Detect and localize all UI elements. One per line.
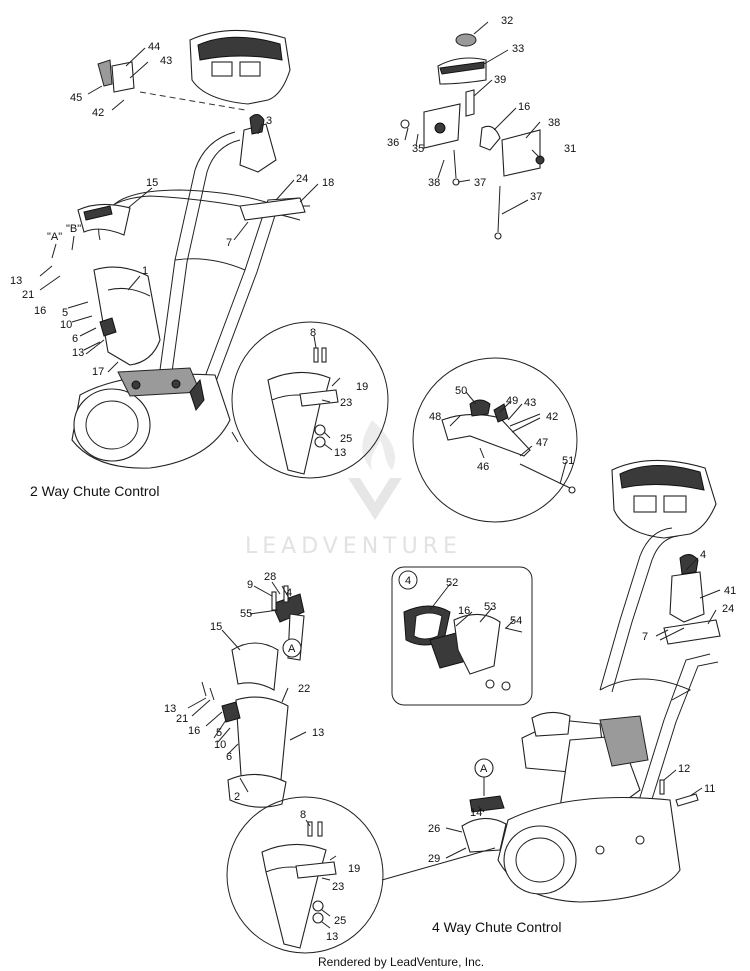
inset-badge-label: 4 — [405, 575, 411, 587]
callout-14: 14 — [470, 807, 482, 819]
callout-4: 4 — [700, 549, 706, 561]
callout-42: 42 — [92, 107, 104, 119]
inset-box-4 — [391, 566, 533, 706]
leader-lines — [39, 21, 721, 929]
callout-6: 6 — [72, 333, 78, 345]
callout-23: 23 — [332, 881, 344, 893]
callout-24: 24 — [722, 603, 734, 615]
callout-38: 38 — [548, 117, 560, 129]
callout-38: 38 — [428, 177, 440, 189]
callout-54: 54 — [510, 615, 522, 627]
callout-5: 5 — [216, 727, 222, 739]
callout-12: 12 — [678, 763, 690, 775]
callout-35: 35 — [412, 143, 424, 155]
ref-arrow-a-label: "A" — [47, 231, 62, 243]
title-two-way-chute-control: 2 Way Chute Control — [30, 483, 159, 499]
callout-13: 13 — [10, 275, 22, 287]
callout-21: 21 — [176, 713, 188, 725]
callout-44: 44 — [148, 41, 160, 53]
callout-25: 25 — [340, 433, 352, 445]
title-four-way-chute-control: 4 Way Chute Control — [432, 919, 561, 935]
ref-badge-a-top: A — [288, 643, 296, 655]
callout-1: 1 — [142, 265, 148, 277]
callout-4: 4 — [286, 587, 292, 599]
callout-37: 37 — [530, 191, 542, 203]
ref-badge-a-bottom: A — [480, 763, 488, 775]
callout-6: 6 — [226, 751, 232, 763]
callout-18: 18 — [322, 177, 334, 189]
callout-numbers: 32 33 39 16 38 36 35 38 37 31 37 44 43 4… — [10, 15, 736, 943]
callout-24: 24 — [296, 173, 308, 185]
callout-11: 11 — [704, 783, 715, 795]
four-way-chute-exploded — [201, 585, 305, 808]
callout-21: 21 — [22, 289, 34, 301]
callout-25: 25 — [334, 915, 346, 927]
callout-9: 9 — [247, 579, 253, 591]
callout-13: 13 — [334, 447, 346, 459]
callout-10: 10 — [214, 739, 226, 751]
callout-2: 2 — [234, 791, 240, 803]
callout-16: 16 — [34, 305, 46, 317]
callout-48: 48 — [429, 411, 441, 423]
footer-credit: Rendered by LeadVenture, Inc. — [318, 955, 484, 969]
callout-17: 17 — [92, 366, 104, 378]
callout-7: 7 — [642, 631, 648, 643]
callout-8: 8 — [310, 327, 316, 339]
watermark-text: LEADVENTURE — [245, 534, 462, 559]
callout-47: 47 — [536, 437, 548, 449]
callout-15: 15 — [146, 177, 158, 189]
detail-circle-lower — [226, 796, 496, 954]
callout-10: 10 — [60, 319, 72, 331]
callout-28: 28 — [264, 571, 276, 583]
two-way-chute-assembly — [71, 29, 310, 469]
callout-16: 16 — [518, 101, 530, 113]
callout-31: 31 — [564, 143, 576, 155]
callout-52: 52 — [446, 577, 458, 589]
callout-45: 45 — [70, 92, 82, 104]
callout-51: 51 — [562, 455, 574, 467]
callout-19: 19 — [348, 863, 360, 875]
callout-22: 22 — [298, 683, 310, 695]
callout-55: 55 — [240, 608, 252, 620]
detail-circle-upper — [231, 321, 389, 479]
ref-arrow-b-label: "B" — [66, 223, 81, 235]
leadventure-watermark: LEADVENTURE — [245, 420, 462, 559]
four-way-machine — [461, 459, 721, 903]
callout-15: 15 — [210, 621, 222, 633]
callout-16: 16 — [458, 605, 470, 617]
callout-16: 16 — [188, 725, 200, 737]
knob-exploded-assembly — [400, 33, 545, 240]
callout-43: 43 — [524, 397, 536, 409]
callout-5: 5 — [62, 307, 68, 319]
callout-41: 41 — [724, 585, 736, 597]
callout-29: 29 — [428, 853, 440, 865]
callout-43: 43 — [160, 55, 172, 67]
callout-13: 13 — [312, 727, 324, 739]
callout-42: 42 — [546, 411, 558, 423]
callout-13: 13 — [72, 347, 84, 359]
callout-32: 32 — [501, 15, 513, 27]
callout-36: 36 — [387, 137, 399, 149]
callout-46: 46 — [477, 461, 489, 473]
callout-13: 13 — [164, 703, 176, 715]
callout-19: 19 — [356, 381, 368, 393]
callout-23: 23 — [340, 397, 352, 409]
reference-markers: "A" "B" A A 4 — [47, 223, 494, 796]
callout-53: 53 — [484, 601, 496, 613]
callout-8: 8 — [300, 809, 306, 821]
callout-26: 26 — [428, 823, 440, 835]
callout-3: 3 — [266, 115, 272, 127]
callout-33: 33 — [512, 43, 524, 55]
detail-circle-right — [412, 357, 578, 523]
callout-7: 7 — [226, 237, 232, 249]
callout-13: 13 — [326, 931, 338, 943]
callout-49: 49 — [506, 395, 518, 407]
callout-50: 50 — [455, 385, 467, 397]
callout-37: 37 — [474, 177, 486, 189]
callout-39: 39 — [494, 74, 506, 86]
